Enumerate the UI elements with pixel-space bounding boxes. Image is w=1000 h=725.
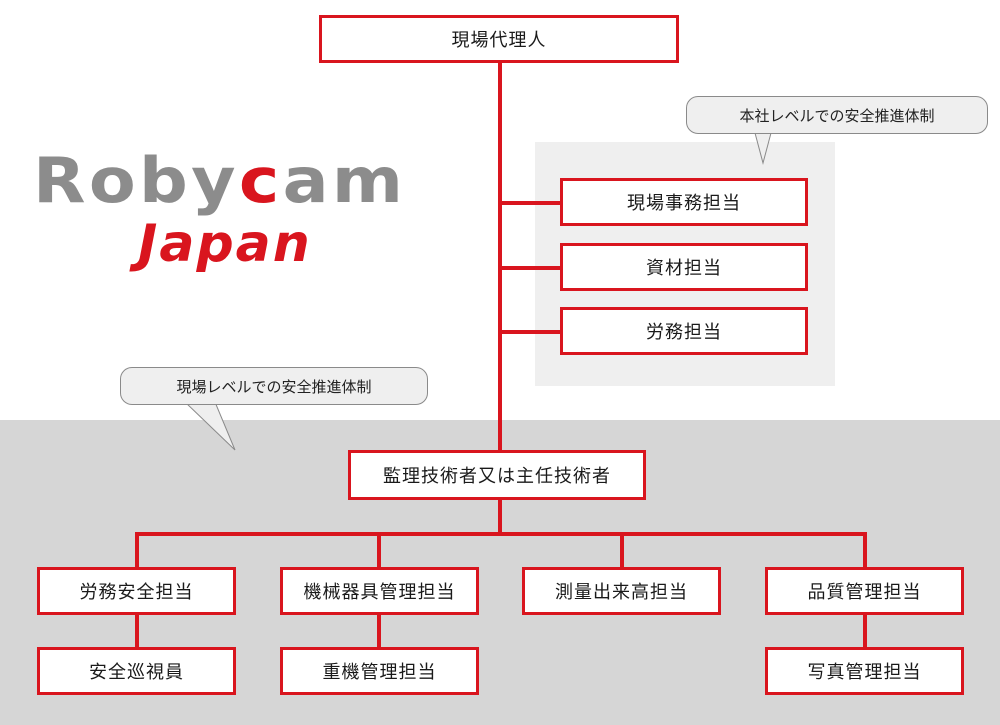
connector-sub-4 [863, 612, 867, 650]
connector-dept-1 [135, 532, 139, 570]
site-level-callout: 現場レベルでの安全推進体制 [120, 367, 428, 405]
logo-robycam-text: Robycam [33, 144, 407, 217]
connector-hq-1 [500, 201, 562, 205]
department-machinery-box: 機械器具管理担当 [280, 567, 479, 615]
hq-role-office-box: 現場事務担当 [560, 178, 808, 226]
connector-trunk [498, 61, 502, 454]
connector-sub-1 [135, 612, 139, 650]
photo-management-box: 写真管理担当 [765, 647, 964, 695]
connector-dept-2 [377, 532, 381, 570]
department-survey-box: 測量出来高担当 [522, 567, 721, 615]
connector-dept-3 [620, 532, 624, 570]
connector-department-bus [135, 532, 867, 536]
hq-level-callout: 本社レベルでの安全推進体制 [686, 96, 988, 134]
connector-supervisor-down [498, 498, 502, 534]
supervisor-box: 監理技術者又は主任技術者 [348, 450, 646, 500]
hq-role-labor-box: 労務担当 [560, 307, 808, 355]
hq-role-materials-box: 資材担当 [560, 243, 808, 291]
connector-dept-4 [863, 532, 867, 570]
logo-japan-text: Japan [138, 214, 312, 274]
department-labor-safety-box: 労務安全担当 [37, 567, 236, 615]
robycam-japan-logo: Robycam Japan [33, 144, 443, 274]
connector-sub-2 [377, 612, 381, 650]
department-quality-box: 品質管理担当 [765, 567, 964, 615]
connector-hq-3 [500, 330, 562, 334]
site-agent-box: 現場代理人 [319, 15, 679, 63]
safety-patrol-box: 安全巡視員 [37, 647, 236, 695]
connector-hq-2 [500, 266, 562, 270]
heavy-machinery-box: 重機管理担当 [280, 647, 479, 695]
